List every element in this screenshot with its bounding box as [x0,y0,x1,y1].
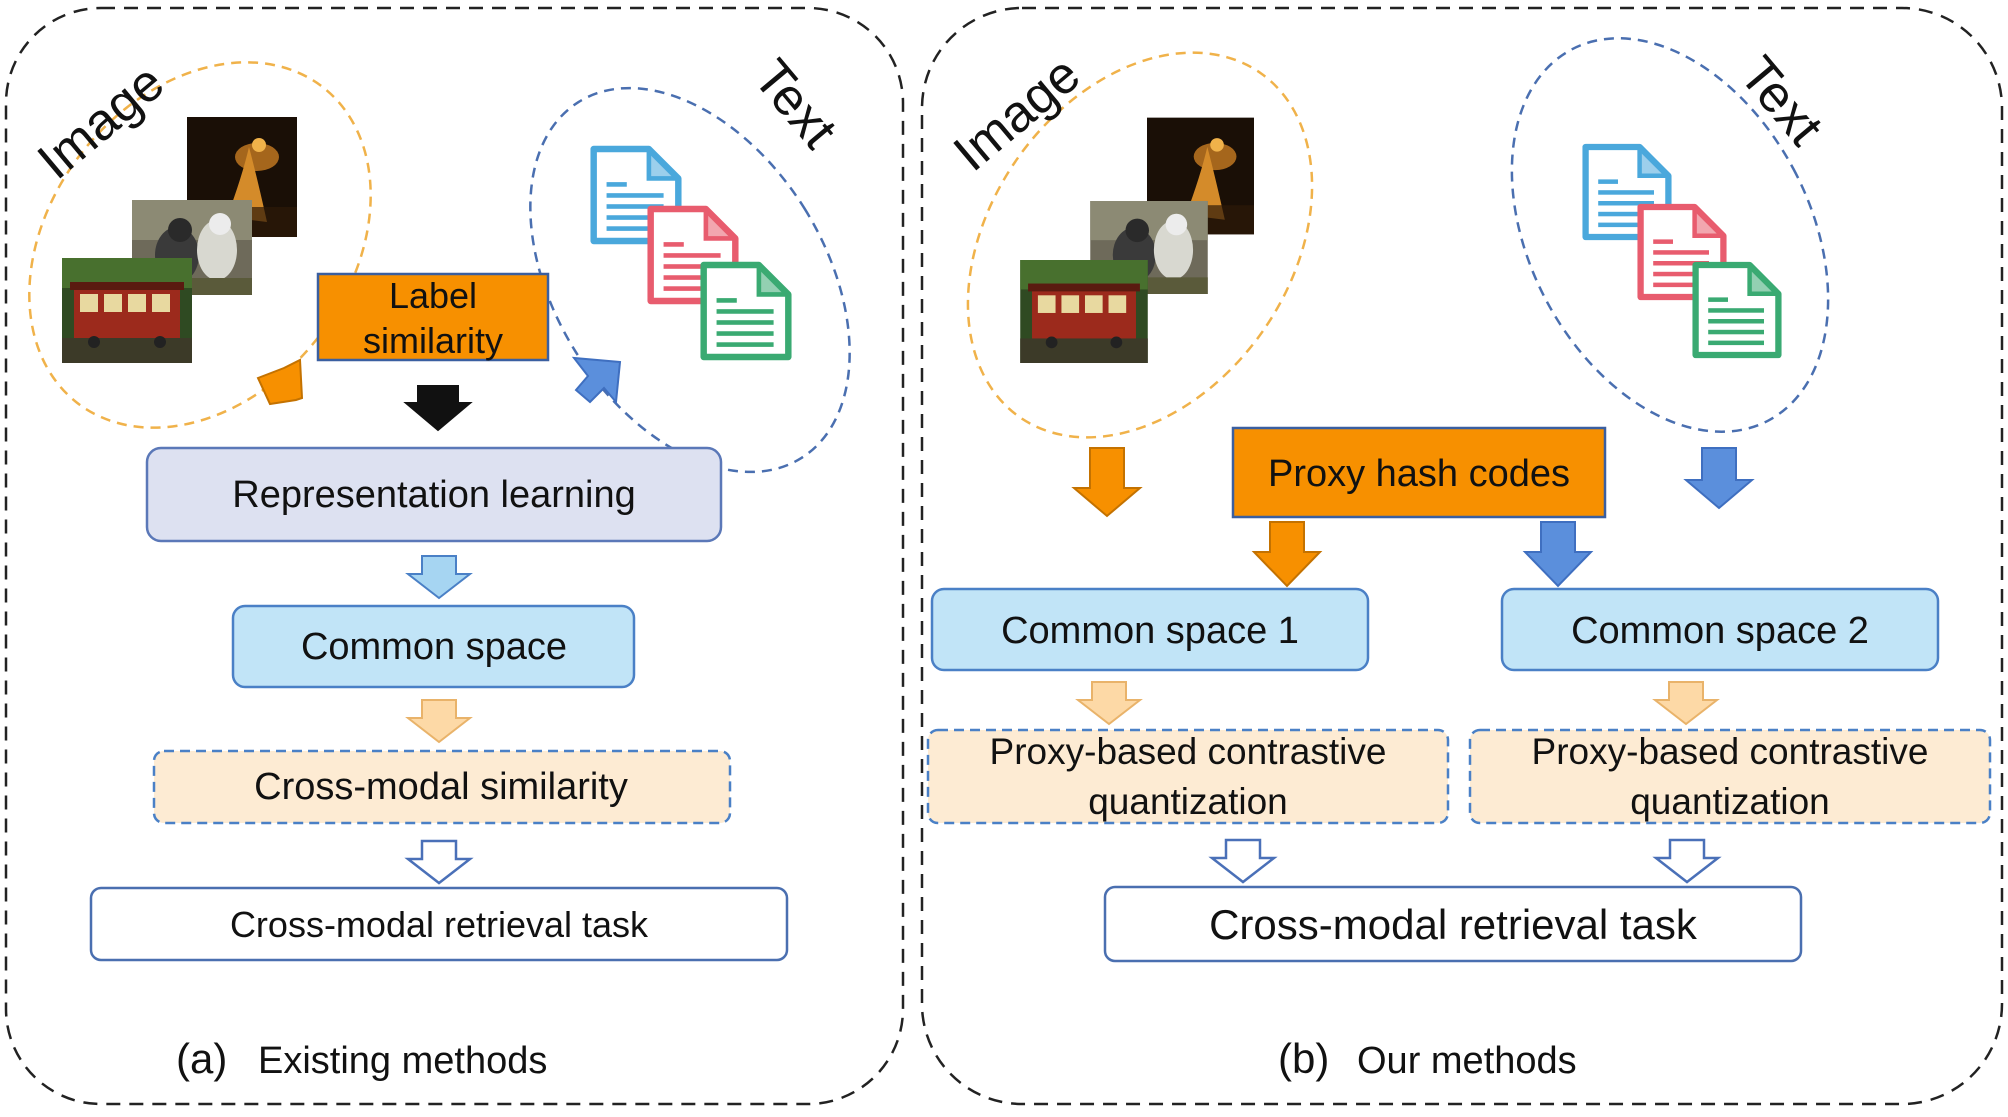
panel-a-text-label: Text [742,49,848,160]
representation-learning-box [145,446,723,543]
light-blue-down-arrow-icon [405,555,473,600]
cross-modal-similarity-box [152,749,732,825]
orange-down-arrow-icon-center [1251,521,1323,588]
common-space-2-box [1500,587,1940,672]
retrieval-task-box-b [1103,885,1803,963]
label-similarity-box [316,272,550,362]
blue-diagonal-arrow-icon [571,356,622,405]
retrieval-task-box-a [89,886,789,962]
proxy-quantization-2-box [1468,728,1992,825]
panel-a-caption-text: Existing methods [258,1040,547,1082]
panel-a-text-group-outline [529,86,851,474]
proxy-hash-codes-box [1231,426,1607,519]
outline-down-arrow-icon-right [1652,838,1722,884]
panel-b-text-group-outline [1510,37,1830,433]
common-space-1-box [930,587,1370,672]
common-space-2-label: Common space 2 [1571,610,1869,652]
orange-diagonal-arrow-icon [256,358,304,406]
panel-b-border [920,6,2004,1106]
panel-a-caption-letter: (a) [176,1035,227,1082]
panel-a-image-label: Image [27,53,175,190]
peach-down-arrow-icon-right [1652,681,1720,726]
label-similarity-line-2: similarity [363,320,503,361]
proxy-quantization-1-line-2: quantization [1088,781,1288,822]
peach-down-arrow-icon [405,699,473,744]
blue-down-arrow-icon-center [1522,521,1594,588]
common-space-box [231,604,636,689]
black-down-arrow-icon [403,385,473,432]
proxy-quantization-2-line-1: Proxy-based contrastive [1532,731,1929,772]
panel-b-caption-text: Our methods [1357,1040,1577,1082]
document-green-icon-b [1696,265,1779,355]
tram-photo-icon [62,258,192,363]
blue-down-arrow-icon-right [1683,447,1755,510]
panel-b-text-label: Text [1728,46,1834,157]
retrieval-task-label-b: Cross-modal retrieval task [1209,901,1698,948]
label-similarity-line-1: Label [389,275,477,316]
cross-modal-similarity-label: Cross-modal similarity [254,766,628,808]
panel-a-border [4,6,905,1106]
panel-b-image-label: Image [943,45,1091,182]
proxy-quantization-2-line-2: quantization [1630,781,1830,822]
representation-learning-label: Representation learning [232,474,636,516]
proxy-quantization-1-box [926,728,1450,825]
outline-down-arrow-icon [404,839,474,885]
common-space-1-label: Common space 1 [1001,610,1299,652]
panel-b-caption-letter: (b) [1278,1035,1329,1082]
panel-b: Image Text Proxy hash codes Common space… [920,6,2004,1106]
proxy-quantization-1-line-1: Proxy-based contrastive [990,731,1387,772]
retrieval-task-label-a: Cross-modal retrieval task [230,904,649,945]
panel-b-image-group-outline [966,51,1314,439]
common-space-label: Common space [301,626,567,668]
peach-down-arrow-icon-left [1075,681,1143,726]
outline-down-arrow-icon-left [1208,838,1278,884]
proxy-hash-codes-label: Proxy hash codes [1268,453,1570,495]
tram-photo-icon-b [1020,260,1148,363]
panel-a: Image Text Label similarity Representati… [4,6,905,1106]
orange-down-arrow-icon-left [1071,447,1143,518]
document-green-icon [704,265,789,357]
